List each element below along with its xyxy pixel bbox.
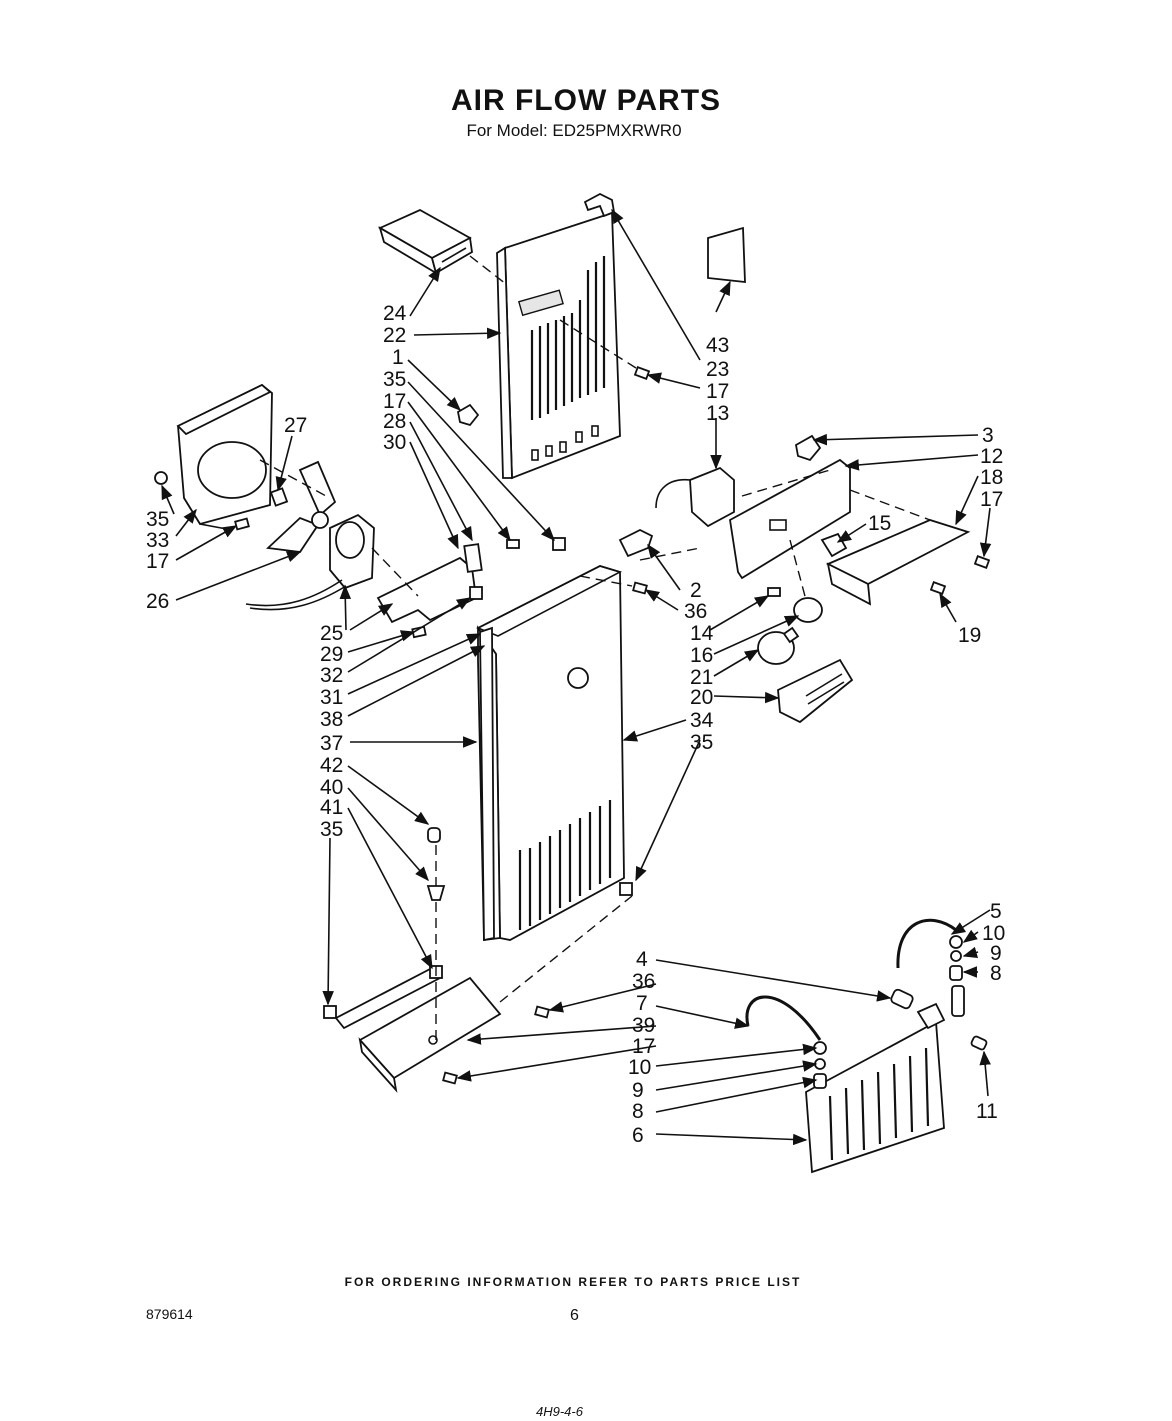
defrost-timer-part [655, 466, 735, 528]
callout-35: 35 [146, 508, 169, 531]
callout-17: 17 [146, 550, 169, 573]
heater-fitting-part [890, 935, 988, 1051]
callout-3: 3 [982, 424, 994, 447]
callout-1: 1 [392, 346, 404, 369]
callout-10: 10 [982, 922, 1005, 945]
callout-36: 36 [632, 970, 655, 993]
callout-5: 5 [990, 900, 1002, 923]
side-trim-strip-part [479, 626, 495, 942]
callout-10: 10 [628, 1056, 651, 1079]
drain-grommet-part [426, 827, 446, 901]
screw-part [154, 471, 250, 531]
clip-part [552, 528, 654, 595]
callout-17: 17 [706, 380, 729, 403]
callout-34: 34 [690, 709, 714, 732]
callout-16: 16 [690, 644, 713, 667]
callout-8: 8 [990, 962, 1002, 985]
callout-20: 20 [690, 686, 713, 709]
callout-36: 36 [684, 600, 707, 623]
callout-39: 39 [632, 1014, 655, 1037]
callout-17: 17 [632, 1035, 655, 1058]
light-socket-part [793, 597, 823, 623]
assembly-lines [259, 255, 931, 1040]
callout-6: 6 [632, 1124, 644, 1147]
light-lens-part [777, 658, 854, 724]
callout-4: 4 [636, 948, 648, 971]
callout-32: 32 [320, 664, 343, 687]
callout-11: 11 [976, 1100, 998, 1123]
socket-clip-part [820, 532, 848, 558]
callout-38: 38 [320, 708, 343, 731]
light-bulb-part [757, 626, 800, 665]
callout-35: 35 [383, 368, 406, 391]
fan-blade-part [265, 460, 337, 553]
document-number: 879614 [146, 1306, 193, 1322]
callout-37: 37 [320, 732, 343, 755]
callout-28: 28 [383, 410, 406, 433]
callout-40: 40 [320, 776, 343, 799]
callout-15: 15 [868, 512, 891, 535]
callout-30: 30 [383, 431, 406, 454]
callout-33: 33 [146, 529, 169, 552]
top-clip-part [583, 192, 616, 218]
callout-numbers: 24 22 1 35 17 28 30 27 35 33 17 26 25 29… [146, 302, 1005, 1147]
callout-9: 9 [990, 942, 1002, 965]
callout-27: 27 [284, 414, 307, 437]
callout-21: 21 [690, 666, 713, 689]
model-subtitle: For Model: ED25PMXRWR0 [466, 121, 682, 140]
callout-22: 22 [383, 324, 406, 347]
callout-35: 35 [320, 818, 343, 841]
fan-motor-part [245, 513, 375, 611]
page-title: AIR FLOW PARTS [450, 84, 722, 117]
callout-8: 8 [632, 1100, 644, 1123]
screw-part [767, 555, 991, 597]
defrost-heater-part [805, 1002, 946, 1174]
light-shield-part [825, 519, 971, 606]
callout-13: 13 [706, 402, 729, 425]
callout-25: 25 [320, 622, 343, 645]
evaporator-cover-part [476, 565, 625, 942]
filter-pad-part [707, 226, 746, 284]
callout-43: 43 [706, 334, 729, 357]
screw-part [633, 366, 651, 380]
callout-31: 31 [320, 686, 343, 709]
clip-part [619, 882, 633, 896]
callout-35: 35 [690, 731, 713, 754]
fan-housing-part [176, 383, 273, 531]
callout-9: 9 [632, 1079, 644, 1102]
control-bracket-part [729, 458, 851, 580]
callout-17: 17 [980, 488, 1003, 511]
upper-air-panel [496, 211, 621, 480]
callout-14: 14 [690, 622, 714, 645]
callout-29: 29 [320, 643, 343, 666]
drain-tube-part [745, 995, 822, 1041]
panel-clip-part [456, 403, 480, 427]
callout-42: 42 [320, 754, 343, 777]
grille-housing-part [378, 208, 473, 275]
callout-19: 19 [958, 624, 981, 647]
callout-12: 12 [980, 445, 1003, 468]
callout-41: 41 [320, 796, 343, 819]
callout-2: 2 [690, 579, 702, 602]
callout-18: 18 [980, 466, 1003, 489]
callout-24: 24 [383, 302, 407, 325]
ordering-note: FOR ORDERING INFORMATION REFER TO PARTS … [344, 1275, 802, 1289]
drain-trough-part [323, 965, 550, 1093]
callout-leaders [161, 208, 992, 1146]
page-number: 6 [570, 1307, 579, 1324]
callout-23: 23 [706, 358, 729, 381]
heater-fitting-part [813, 1041, 827, 1089]
handwritten-mark: 4H9-4-6 [536, 1404, 583, 1419]
callout-17: 17 [383, 390, 406, 413]
drain-tube-part [896, 918, 957, 969]
callout-7: 7 [636, 992, 648, 1015]
callout-26: 26 [146, 590, 169, 613]
